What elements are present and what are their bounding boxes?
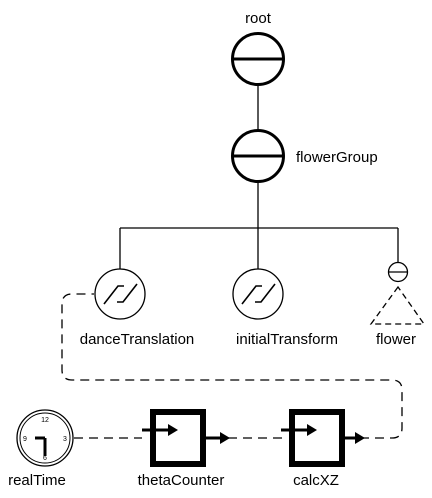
dancetranslation-label: danceTranslation <box>80 331 195 348</box>
root-label: root <box>245 10 272 27</box>
flower-label: flower <box>376 331 416 348</box>
realtime-label: realTime <box>8 472 66 489</box>
transform-icon-glyph <box>241 285 262 305</box>
engine-icon <box>150 409 206 467</box>
clock-numeral-6: 6 <box>43 455 47 462</box>
engine-links <box>61 293 403 439</box>
flower-node[interactable]: flower <box>369 261 426 349</box>
flowergroup-node[interactable]: flowerGroup <box>231 129 378 183</box>
initialtransform-label: initialTransform <box>236 331 338 348</box>
clock-numeral-9: 9 <box>23 436 27 443</box>
engine-input-arrowhead <box>307 424 317 436</box>
transform-icon-glyph-2 <box>255 283 276 303</box>
transform-icon <box>232 268 284 320</box>
engine-output-arrowhead <box>220 432 230 444</box>
calcxz-node[interactable]: calcXZ <box>281 409 365 489</box>
clock-numeral-3: 3 <box>63 436 67 443</box>
flowergroup-label: flowerGroup <box>296 149 378 166</box>
engine-icon <box>289 409 345 467</box>
dancetranslation-node[interactable]: danceTranslation <box>80 268 195 348</box>
hierarchy-links <box>119 85 399 269</box>
transform-icon-glyph-2 <box>117 283 138 303</box>
root-node[interactable]: root <box>231 10 285 86</box>
engine-input-arrowhead <box>168 424 178 436</box>
calcxz-label: calcXZ <box>293 472 339 489</box>
clock-numeral-12: 12 <box>41 417 49 424</box>
realtime-node[interactable]: 12 3 6 9 realTime <box>8 409 74 489</box>
thetacounter-node[interactable]: thetaCounter <box>138 409 230 489</box>
initialtransform-node[interactable]: initialTransform <box>232 268 338 348</box>
engine-output-arrowhead <box>355 432 365 444</box>
transform-icon <box>94 268 146 320</box>
transform-icon-glyph <box>103 285 124 305</box>
link-calcxz-dancetranslation <box>61 293 403 439</box>
clock-icon-inner <box>19 412 71 464</box>
thetacounter-label: thetaCounter <box>138 472 225 489</box>
subgraph-triangle-icon <box>369 285 426 325</box>
